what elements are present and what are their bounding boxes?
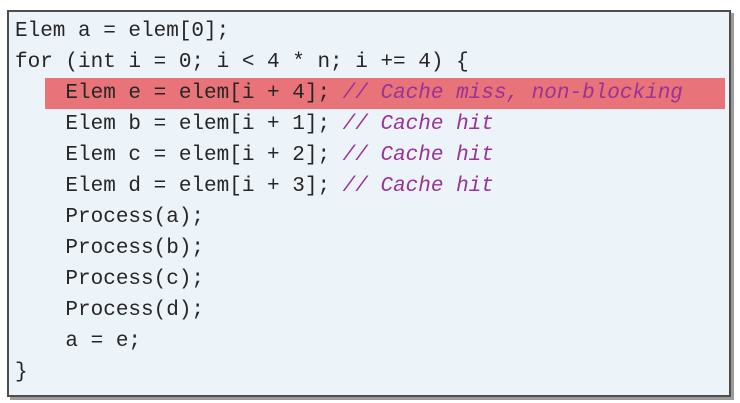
code-text: Process(d); — [15, 299, 205, 322]
code-text: Elem b = elem[i + 1]; — [15, 113, 343, 136]
code-text: a = e; — [15, 330, 142, 353]
code-text: Process(a); — [15, 206, 205, 229]
comment-text: // Cache miss, non-blocking — [342, 82, 683, 105]
code-text: Elem a = elem[0]; — [15, 20, 230, 43]
code-text: Process(c); — [15, 268, 205, 291]
code-line: Elem c = elem[i + 2]; // Cache hit — [15, 140, 729, 171]
code-line: Process(d); — [15, 295, 729, 326]
code-text: Elem c = elem[i + 2]; — [15, 144, 343, 167]
code-line: Elem d = elem[i + 3]; // Cache hit — [15, 171, 729, 202]
code-text: for (int i = 0; i < 4 * n; i += 4) { — [15, 51, 469, 74]
code-text: Elem d = elem[i + 3]; — [15, 175, 343, 198]
code-line: Process(c); — [15, 264, 729, 295]
code-line: Process(a); — [15, 202, 729, 233]
code-line-highlighted: Elem e = elem[i + 4]; // Cache miss, non… — [15, 78, 729, 109]
code-block: Elem a = elem[0]; for (int i = 0; i < 4 … — [7, 10, 731, 397]
comment-text: // Cache hit — [342, 175, 494, 198]
code-line: Elem a = elem[0]; — [15, 16, 729, 47]
code-line: Process(b); — [15, 233, 729, 264]
code-line: Elem b = elem[i + 1]; // Cache hit — [15, 109, 729, 140]
code-line: for (int i = 0; i < 4 * n; i += 4) { — [15, 47, 729, 78]
comment-text: // Cache hit — [342, 113, 494, 136]
code-text: Elem e = elem[i + 4]; — [15, 82, 343, 105]
code-lines: Elem a = elem[0]; for (int i = 0; i < 4 … — [9, 12, 729, 388]
code-text: Process(b); — [15, 237, 205, 260]
code-text: } — [15, 361, 28, 384]
code-line: } — [15, 357, 729, 388]
comment-text: // Cache hit — [342, 144, 494, 167]
code-line: a = e; — [15, 326, 729, 357]
